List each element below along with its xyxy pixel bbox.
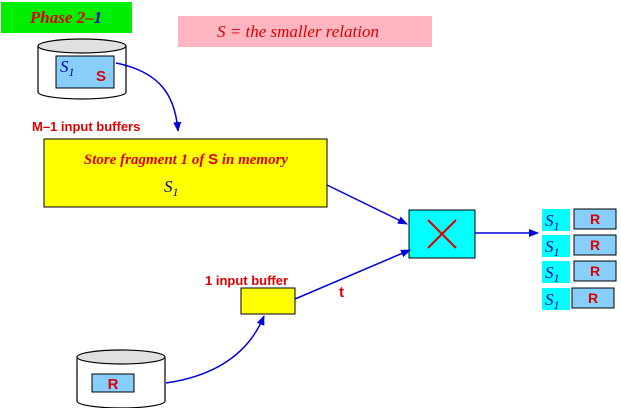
join-operator [408, 209, 476, 259]
output-right-box [573, 234, 617, 256]
input-buffer-box [240, 287, 296, 315]
svg-text:Store fragment 1 of S in memor: Store fragment 1 of S in memory [84, 151, 289, 168]
phase-number: 1 [94, 8, 103, 27]
output-left-sub: 1 [554, 245, 560, 259]
output-right-box [573, 260, 617, 282]
output-left-label: S [545, 211, 554, 230]
disk-s-relation-label: S [96, 68, 106, 85]
relation-note-bg [178, 16, 432, 47]
svg-text:S1: S1 [164, 177, 179, 199]
memory-block: Store fragment 1 of S in memory S1 [43, 138, 328, 208]
output-left-box [542, 288, 570, 310]
disk-r-relation-label: R [108, 376, 119, 393]
output-right-label: R [590, 263, 600, 279]
relation-note: S = the smaller relation [178, 16, 432, 47]
memory-store-text-end: in memory [218, 152, 288, 168]
output-right-box [573, 208, 617, 230]
memory-fragment-sub: 1 [173, 185, 179, 199]
output-row: S1 R [542, 208, 617, 233]
memory-buffer-label: M–1 input buffers [32, 119, 140, 134]
arrow-memory-to-join [326, 184, 408, 225]
disk-r-fragment-box [91, 373, 135, 393]
output-right-box [571, 287, 615, 309]
output-right-label: R [590, 237, 600, 253]
memory-block-bg [43, 138, 328, 208]
svg-text:S1: S1 [545, 211, 560, 233]
output-left-label: S [545, 263, 554, 282]
arrow-buffer-to-join [294, 249, 411, 300]
output-row: S1 R [542, 234, 617, 259]
phase-label-bg [1, 2, 132, 33]
output-right-label: R [588, 290, 598, 306]
output-left-box [542, 261, 570, 283]
relation-note-text: S = the smaller relation [217, 22, 379, 41]
disk-s-fragment-sub: 1 [69, 65, 75, 79]
svg-text:S1: S1 [545, 237, 560, 259]
disk-s: S1 S [37, 38, 127, 100]
input-buffer-label: 1 input buffer [205, 273, 288, 288]
disk-r: R [76, 349, 166, 408]
disk-s-fragment-box [55, 55, 115, 89]
output-left-box [542, 209, 570, 231]
disk-s-fragment-label: S [60, 57, 69, 76]
output-rows: S1 R S1 R S1 R S1 R [542, 208, 617, 312]
svg-text:S1: S1 [60, 57, 75, 79]
svg-text:Phase 2–1: Phase 2–1 [29, 8, 102, 27]
phase-label: Phase 2–1 [1, 2, 132, 33]
join-box [408, 209, 476, 259]
output-left-label: S [545, 237, 554, 256]
phase-label-text: Phase 2– [29, 8, 94, 27]
output-left-sub: 1 [554, 298, 560, 312]
arrow-disk-r-to-buffer [165, 315, 265, 384]
memory-store-relation: S [208, 151, 218, 168]
output-left-sub: 1 [554, 219, 560, 233]
svg-text:S1: S1 [545, 290, 560, 312]
memory-store-text: Store fragment 1 of [84, 152, 208, 168]
output-left-label: S [545, 290, 554, 309]
arrow-disk-s-to-memory [115, 62, 182, 132]
output-left-sub: 1 [554, 271, 560, 285]
output-right-label: R [590, 211, 600, 227]
svg-text:S1: S1 [545, 263, 560, 285]
output-left-box [542, 235, 570, 257]
output-row: S1 R [542, 287, 615, 312]
tuple-label: t [339, 284, 344, 301]
memory-fragment-label: S [164, 177, 173, 196]
join-x-icon [427, 219, 457, 249]
output-row: S1 R [542, 260, 617, 285]
